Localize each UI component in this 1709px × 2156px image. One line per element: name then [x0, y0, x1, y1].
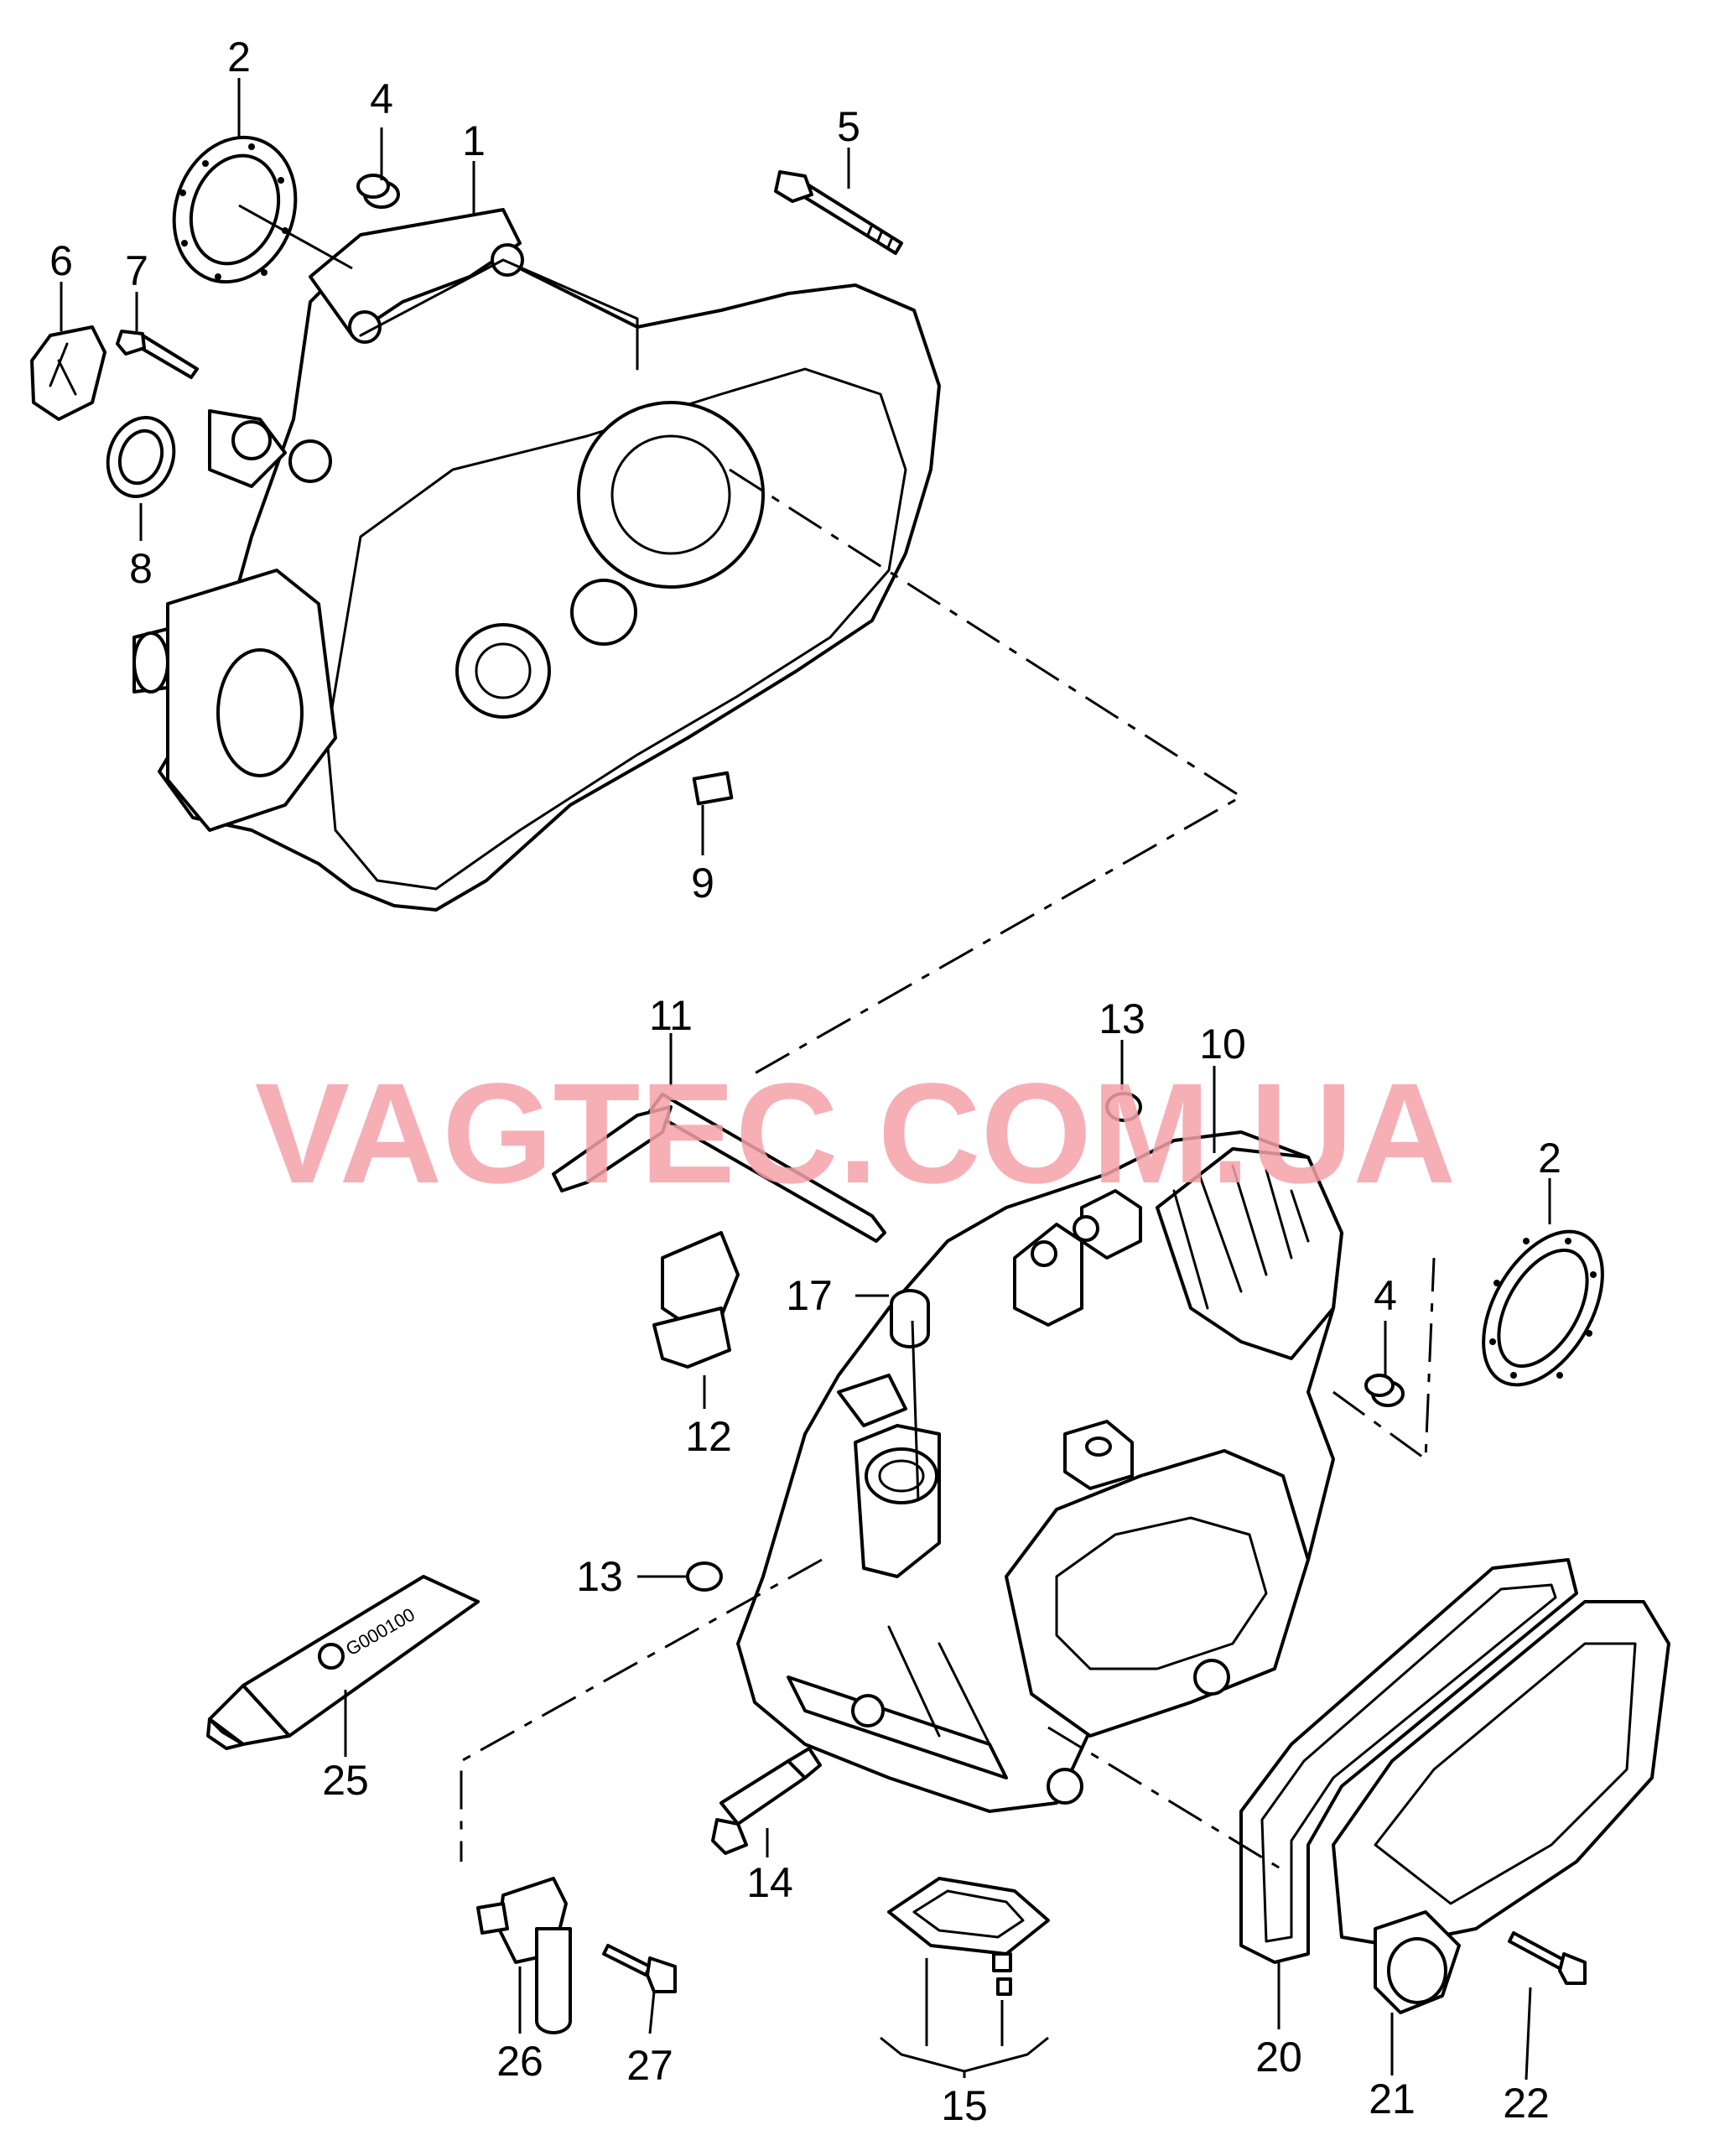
- callout-11: 11: [649, 992, 693, 1039]
- bushing-13-top: [1105, 1092, 1142, 1122]
- callout-8: 8: [129, 545, 153, 592]
- callout-4-top: 4: [370, 75, 393, 122]
- callout-13-lower: 13: [576, 1553, 623, 1600]
- sealant-tube: G000100: [206, 1575, 480, 1750]
- callout-25: 25: [322, 1757, 369, 1804]
- bolt-7: [116, 330, 199, 379]
- bushing-17: [890, 1289, 930, 1348]
- callout-10: 10: [1199, 1021, 1246, 1068]
- callout-2-top: 2: [227, 34, 251, 81]
- callout-27: 27: [626, 2042, 673, 2089]
- callout-6: 6: [49, 237, 73, 284]
- callout-15: 15: [941, 2082, 988, 2129]
- gasket-20: [1239, 1558, 1578, 1964]
- gearbox-housing-upper: [132, 208, 941, 912]
- callout-1: 1: [462, 117, 486, 164]
- gearbox-housing-lower: [736, 1130, 1343, 1813]
- callouts: 1 2 4 5 6 7 8 9 11 13 10 2 17 4 12 13 25…: [49, 34, 1561, 2129]
- seal-ring-right: [1482, 1229, 1604, 1387]
- assembly-line-3: [460, 1558, 823, 1862]
- callout-4-right: 4: [1374, 1272, 1397, 1319]
- sensor-14: [711, 1747, 822, 1855]
- seal-8: [106, 416, 176, 498]
- callout-22: 22: [1503, 2080, 1550, 2127]
- assembly-line-4: [1047, 1726, 1284, 1872]
- callout-21: 21: [1369, 2075, 1416, 2122]
- callout-26: 26: [496, 2038, 543, 2085]
- cover-15: [887, 1877, 1050, 1996]
- bolt-22: [1508, 1931, 1587, 1985]
- callout-17: 17: [786, 1272, 833, 1319]
- bolt-5: [774, 170, 903, 255]
- callout-14: 14: [746, 1859, 793, 1906]
- plug-top: [356, 174, 400, 209]
- plug-right: [1364, 1374, 1405, 1407]
- seal-ring-top: [172, 135, 298, 284]
- callout-7: 7: [125, 247, 148, 294]
- pin-11: [552, 1093, 886, 1243]
- callout-5: 5: [837, 103, 860, 150]
- callout-9: 9: [691, 860, 714, 907]
- bracket-12: [652, 1231, 740, 1369]
- bolt-27: [602, 1944, 677, 1993]
- watermark: VAGTEC.COM.UA: [255, 1054, 1456, 1213]
- assembly-line-2: [1332, 1257, 1436, 1462]
- callout-20: 20: [1255, 2034, 1302, 2081]
- cover-21: [1332, 1600, 1670, 2014]
- sensor-26: [476, 1877, 572, 2034]
- callout-2-right: 2: [1538, 1135, 1561, 1182]
- callout-13-top: 13: [1099, 995, 1145, 1042]
- callout-12: 12: [685, 1413, 732, 1460]
- leader-lines: [60, 78, 1551, 2081]
- bushing-13-lower: [686, 1561, 723, 1592]
- cover-6: [30, 325, 106, 421]
